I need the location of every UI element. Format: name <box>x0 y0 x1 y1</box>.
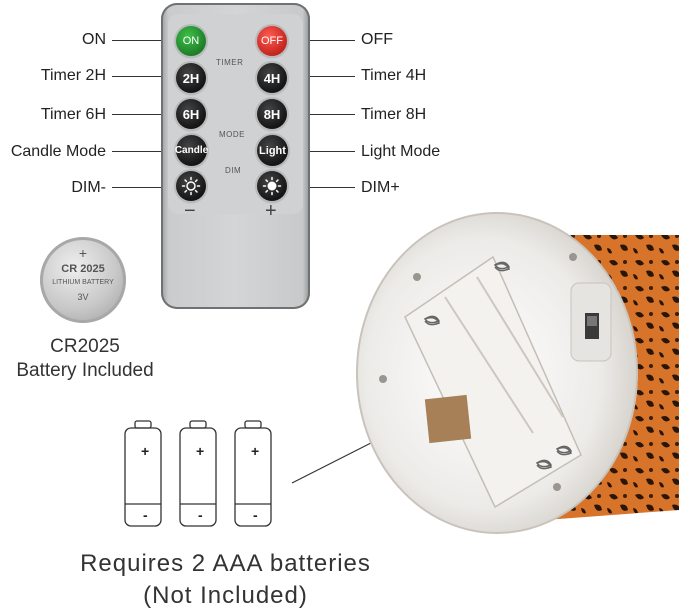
sun-outline-icon <box>181 176 201 196</box>
line-dim-plus <box>289 187 355 188</box>
label-dim-minus: DIM- <box>71 179 106 196</box>
label-timer-2h: Timer 2H <box>40 67 106 84</box>
timer-4h-button[interactable]: 4H <box>257 63 287 93</box>
coin-type: LITHIUM BATTERY <box>52 279 114 286</box>
coin-voltage: 3V <box>77 292 89 302</box>
line-light <box>289 151 355 152</box>
coin-battery <box>40 237 126 323</box>
line-off <box>289 40 355 41</box>
aaa-battery-3 <box>234 420 272 527</box>
aaa-battery-2 <box>179 420 217 527</box>
label-candle-mode: Candle Mode <box>10 143 106 160</box>
label-light-mode: Light Mode <box>361 143 441 160</box>
sun-filled-icon <box>262 176 282 196</box>
aaa-batteries-illustration <box>124 420 272 527</box>
battery-compartment-photo <box>356 212 679 534</box>
aaa-plus-2: + <box>196 443 205 459</box>
coin-model: CR 2025 <box>61 263 105 275</box>
coin-caption-line1: CR2025 <box>50 336 120 357</box>
mode-section-label: MODE <box>219 130 245 139</box>
coin-caption-line2: Battery Included <box>16 360 154 381</box>
dim-plus-button[interactable] <box>257 171 287 201</box>
line-8h <box>289 114 355 115</box>
timer-8h-button[interactable]: 8H <box>257 99 287 129</box>
off-button[interactable]: OFF <box>257 26 287 56</box>
timer-6h-button[interactable]: 6H <box>176 99 206 129</box>
label-timer-6h: Timer 6H <box>40 106 106 123</box>
aaa-caption-line1: Requires 2 AAA batteries <box>80 550 371 577</box>
label-on: ON <box>82 31 106 48</box>
aaa-plus-3: + <box>251 443 260 459</box>
dim-minus-button[interactable] <box>176 171 206 201</box>
aaa-plus-1: + <box>141 443 150 459</box>
line-4h <box>289 76 355 77</box>
coin-plus: + <box>78 245 88 261</box>
aaa-minus-3: - <box>253 507 258 523</box>
timer-section-label: TIMER <box>216 58 244 67</box>
label-dim-plus: DIM+ <box>361 179 400 196</box>
candle-mode-button[interactable]: Candle <box>175 135 208 166</box>
line-on <box>112 40 174 41</box>
label-off: OFF <box>361 31 393 48</box>
line-dim-minus <box>112 187 174 188</box>
line-6h <box>112 114 174 115</box>
aaa-battery-1 <box>124 420 162 527</box>
minus-sign: − <box>184 200 196 222</box>
line-2h <box>112 76 174 77</box>
label-timer-8h: Timer 8H <box>361 106 427 123</box>
plus-sign: + <box>265 200 277 222</box>
aaa-caption-line2: (Not Included) <box>143 582 308 609</box>
on-button[interactable]: ON <box>176 26 206 56</box>
aaa-minus-2: - <box>198 507 203 523</box>
dim-section-label: DIM <box>225 166 242 175</box>
timer-2h-button[interactable]: 2H <box>176 63 206 93</box>
aaa-minus-1: - <box>143 507 148 523</box>
line-candle <box>112 151 174 152</box>
light-mode-button[interactable]: Light <box>257 135 288 166</box>
label-timer-4h: Timer 4H <box>361 67 427 84</box>
